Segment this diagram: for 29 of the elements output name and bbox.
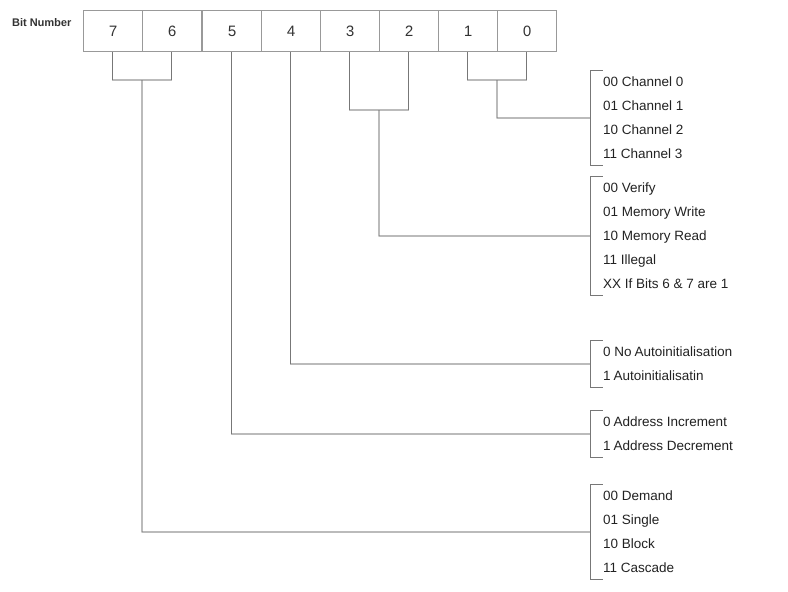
option-text: 11 Cascade — [603, 559, 674, 577]
option-text: 10 Memory Read — [603, 227, 708, 245]
bit-cell: 0 — [497, 10, 557, 52]
bit-cell: 3 — [320, 10, 380, 52]
option-text: 11 Illegal — [603, 251, 658, 269]
bit-cell: 5 — [202, 10, 262, 52]
option-text: 01 Single — [603, 511, 660, 529]
bit-cell: 1 — [438, 10, 498, 52]
option-text: 10 Channel 2 — [603, 121, 684, 139]
option-text: 1 Autoinitialisatin — [603, 367, 705, 385]
option-text: 01 Memory Write — [603, 203, 707, 221]
bit-cell: 6 — [142, 10, 202, 52]
option-text: 00 Channel 0 — [603, 73, 684, 91]
option-text: 1 Address Decrement — [603, 437, 733, 455]
connector-line — [231, 52, 590, 434]
option-text: 10 Block — [603, 535, 656, 553]
option-text: 11 Channel 3 — [603, 145, 684, 163]
option-text: 00 Demand — [603, 487, 674, 505]
bit-cell: 7 — [83, 10, 143, 52]
connector-line — [496, 52, 590, 118]
option-text: 0 Address Increment — [603, 413, 728, 431]
option-text: 00 Verify — [603, 179, 657, 197]
bit-cell: 4 — [261, 10, 321, 52]
connector-line — [290, 52, 590, 364]
bit-cell: 2 — [379, 10, 439, 52]
row-label: Bit Number — [12, 16, 72, 30]
option-text: XX If Bits 6 & 7 are 1 — [603, 275, 728, 293]
option-text: 01 Channel 1 — [603, 97, 684, 115]
option-text: 0 No Autoinitialisation — [603, 343, 732, 361]
